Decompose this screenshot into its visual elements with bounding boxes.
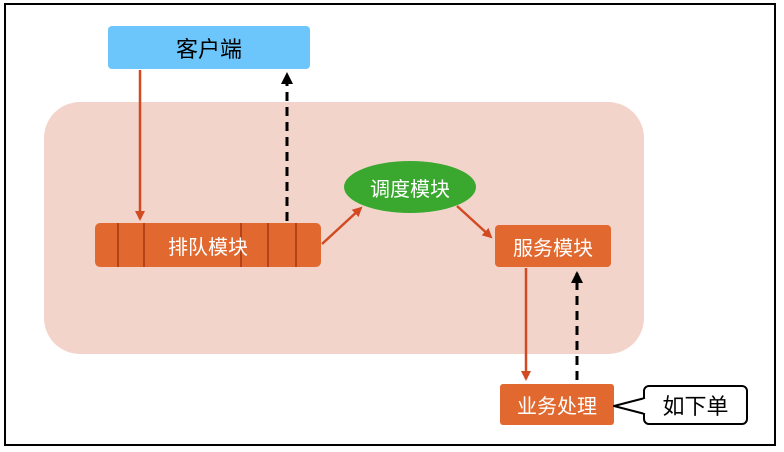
arrow-queue-to-scheduler: [321, 206, 363, 245]
queue-slot-divider: [267, 223, 269, 267]
callout-tail: [613, 397, 646, 415]
queue-module-node: 排队模块: [95, 223, 321, 267]
arrow-scheduler-to-service: [456, 205, 493, 239]
client-node: 客户端: [108, 26, 310, 69]
service-module-label: 服务模块: [513, 235, 593, 260]
queue-slot-divider: [143, 223, 145, 267]
callout-bubble: 如下单: [643, 385, 748, 425]
queue-slot-divider: [295, 223, 297, 267]
scheduler-module-node: 调度模块: [344, 161, 476, 213]
queue-slot-divider: [117, 223, 119, 267]
queue-slot-divider: [240, 223, 242, 267]
business-processing-node: 业务处理: [500, 384, 614, 425]
scheduler-module-label: 调度模块: [370, 176, 450, 201]
callout-label: 如下单: [662, 395, 729, 420]
client-label: 客户端: [175, 37, 242, 63]
service-module-node: 服务模块: [495, 225, 611, 267]
business-processing-label: 业务处理: [517, 394, 597, 418]
queue-module-label: 排队模块: [168, 234, 248, 259]
